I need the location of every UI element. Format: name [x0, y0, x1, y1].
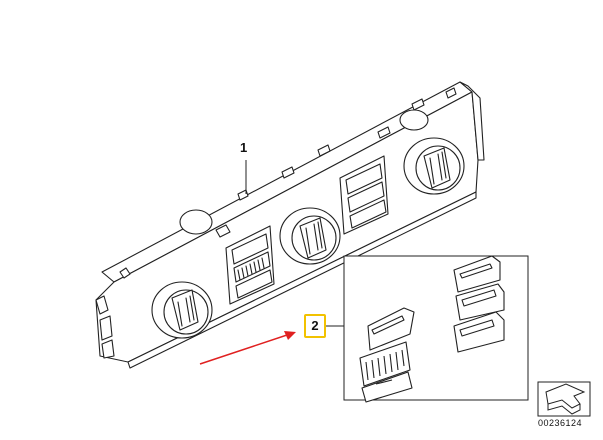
button-set-right	[453, 255, 505, 353]
knob-right	[403, 137, 465, 195]
callout-1: 1	[240, 140, 248, 155]
callout-2: 2	[304, 314, 326, 338]
button-block-right	[339, 155, 389, 235]
knob-center	[279, 207, 341, 265]
view-direction-icon	[537, 381, 591, 417]
button-block-left	[225, 225, 275, 305]
button-set-left	[359, 307, 415, 403]
red-pointer-arrow-icon	[199, 331, 296, 365]
document-number: 00236124	[538, 418, 583, 428]
knob-left	[151, 281, 213, 339]
